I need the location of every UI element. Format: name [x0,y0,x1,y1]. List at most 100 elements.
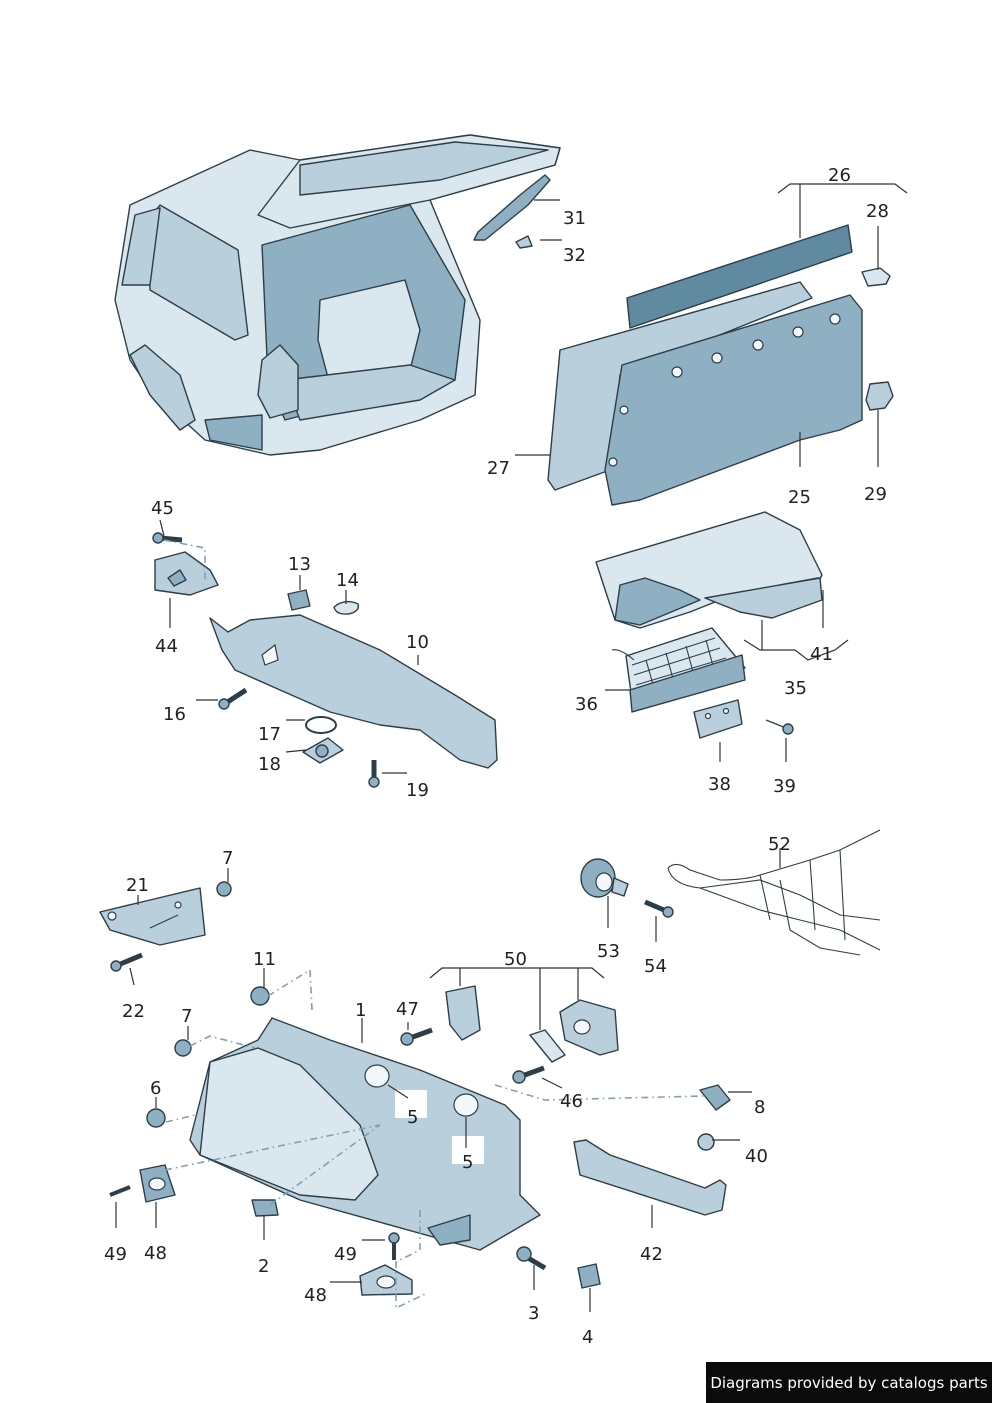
part-29-cap [865,381,894,411]
callout-28: 28 [866,201,889,222]
callout-46: 46 [560,1091,583,1112]
assembly-line-8 [494,1084,706,1101]
part-10-side-trim [209,614,498,769]
part-46-screw [512,1065,545,1084]
callout-8: 8 [754,1097,765,1118]
part-50-plate [529,1029,566,1063]
part-8-clip [699,1084,731,1111]
part-36-net [611,627,746,713]
part-7-nut-lower [174,1039,192,1057]
callout-14: 14 [336,570,359,591]
callout-7-upper: 7 [222,848,233,869]
assembly-line-11 [267,968,313,1011]
callout-21: 21 [126,875,149,896]
part-28-clip [861,267,891,287]
assembly-line-49 [395,1210,426,1310]
callout-32: 32 [563,245,586,266]
callout-5-left: 5 [407,1107,418,1128]
callout-18: 18 [258,754,281,775]
callout-54: 54 [644,956,667,977]
callout-1: 1 [355,1000,366,1021]
part-22-screw [110,952,143,972]
vehicle-rear-illustration [114,134,561,456]
part-44-bracket [154,551,219,596]
part-25-panel [604,294,863,506]
part-49-screw-left [109,1185,131,1197]
leader-lines [115,183,908,1312]
part-52-net [667,829,881,956]
part-47-screw [400,1027,433,1046]
callout-7-lower: 7 [181,1006,192,1027]
callout-35: 35 [784,678,807,699]
callout-47: 47 [396,999,419,1020]
callout-48-lower: 48 [304,1285,327,1306]
part-42-strip [573,1139,727,1216]
callout-52: 52 [768,834,791,855]
callout-3: 3 [528,1303,539,1324]
callout-40: 40 [745,1146,768,1167]
assembly-line-7 [189,1035,256,1049]
callout-49-left: 49 [104,1244,127,1265]
callout-53: 53 [597,941,620,962]
part-38-bracket [693,699,743,739]
part-7-nut-upper [216,881,232,897]
credit-banner: Diagrams provided by catalogs parts [706,1362,992,1403]
callout-11: 11 [253,949,276,970]
callout-13: 13 [288,554,311,575]
callout-17: 17 [258,724,281,745]
part-4-clip [577,1263,601,1289]
callout-22: 22 [122,1001,145,1022]
part-39-screw [765,719,794,735]
assembly-line-6 [165,1114,196,1123]
part-35-bracket [704,577,823,619]
assembly-line-2 [269,1124,381,1206]
part-49-screw-lower [388,1232,400,1260]
part-1-trunk-trim [189,1017,541,1251]
callout-10: 10 [406,632,429,653]
callout-39: 39 [773,776,796,797]
part-48-lashing-eye-lower [359,1264,413,1296]
callout-29: 29 [864,484,887,505]
callout-36: 36 [575,694,598,715]
assembly-line-48 [164,1124,381,1171]
part-26-trim-strip [626,224,853,329]
callout-6: 6 [150,1078,161,1099]
callout-48-left: 48 [144,1243,167,1264]
callout-2: 2 [258,1256,269,1277]
callout-49-lower: 49 [334,1244,357,1265]
part-48-lashing-eye-left [139,1164,176,1203]
part-50-bracket-left [445,985,481,1041]
part-18-mount [302,737,344,764]
part-16-screw [218,687,248,710]
part-45-screw [152,532,183,544]
part-6-cap [146,1108,166,1128]
callout-4: 4 [582,1327,593,1348]
callout-19: 19 [406,780,429,801]
callout-42: 42 [640,1244,663,1265]
callout-labels: 31 32 26 28 29 25 27 45 44 13 14 10 16 1… [104,165,889,1348]
part-17-washer [305,716,337,734]
part-31 [473,174,551,241]
part-21-bracket [99,887,206,946]
callout-50: 50 [504,949,527,970]
part-32 [515,235,533,249]
callout-25: 25 [788,487,811,508]
callout-38: 38 [708,774,731,795]
callout-45: 45 [151,498,174,519]
part-53-hook [580,858,629,898]
callout-26: 26 [828,165,851,186]
part-3-screw [516,1246,547,1271]
part-40-cap [697,1133,715,1151]
part-54-screw [644,899,674,918]
callout-27: 27 [487,458,510,479]
part-13-clip [287,589,311,611]
callout-31: 31 [563,208,586,229]
callout-41: 41 [810,644,833,665]
part-50-bracket-right [559,999,619,1056]
credit-text: Diagrams provided by catalogs parts [710,1373,988,1392]
part-19-screw [368,760,380,788]
callout-44: 44 [155,636,178,657]
callout-5-right: 5 [462,1152,473,1173]
callout-16: 16 [163,704,186,725]
